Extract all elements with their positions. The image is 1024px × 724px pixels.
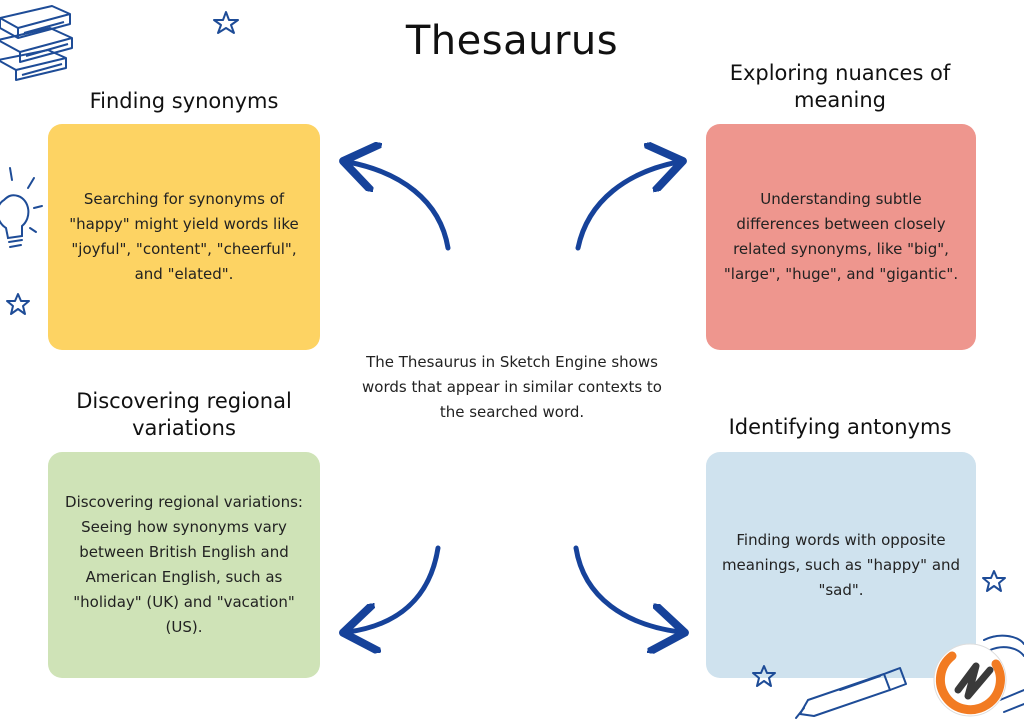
lightbulb-icon xyxy=(0,167,43,248)
star-icon xyxy=(6,293,30,315)
card-regional-variations: Discovering regional variations: Seeing … xyxy=(48,452,320,678)
arrow-up-right xyxy=(575,162,678,251)
card-text-nuances: Understanding subtle differences between… xyxy=(723,190,959,283)
heading-regional-variations: Discovering regional variations xyxy=(76,389,292,440)
card-finding-synonyms: Searching for synonyms of "happy" might … xyxy=(48,124,320,350)
heading-exploring-nuances: Exploring nuances of meaning xyxy=(729,61,951,112)
arrow-down-right xyxy=(573,545,680,632)
card-exploring-nuances: Understanding subtle differences between… xyxy=(706,124,976,350)
notebook-icon xyxy=(983,634,1024,713)
card-text-regional: Discovering regional variations: Seeing … xyxy=(65,493,303,636)
sketch-engine-logo xyxy=(933,643,1007,717)
heading-identifying-antonyms: Identifying antonyms xyxy=(728,415,952,439)
card-text-antonyms: Finding words with opposite meanings, su… xyxy=(721,530,961,599)
card-text-synonyms: Searching for synonyms of "happy" might … xyxy=(69,190,299,283)
star-icon xyxy=(213,11,239,34)
books-icon xyxy=(0,5,73,81)
card-identifying-antonyms: Finding words with opposite meanings, su… xyxy=(706,452,976,678)
star-icon xyxy=(752,665,776,687)
star-icon xyxy=(982,570,1006,592)
heading-finding-synonyms: Finding synonyms xyxy=(89,89,279,113)
center-description: The Thesaurus in Sketch Engine shows wor… xyxy=(362,353,662,421)
arrow-down-left xyxy=(348,545,441,632)
arrow-up-left xyxy=(348,162,451,251)
pen-icon xyxy=(795,667,907,719)
page-title: Thesaurus xyxy=(405,18,619,64)
